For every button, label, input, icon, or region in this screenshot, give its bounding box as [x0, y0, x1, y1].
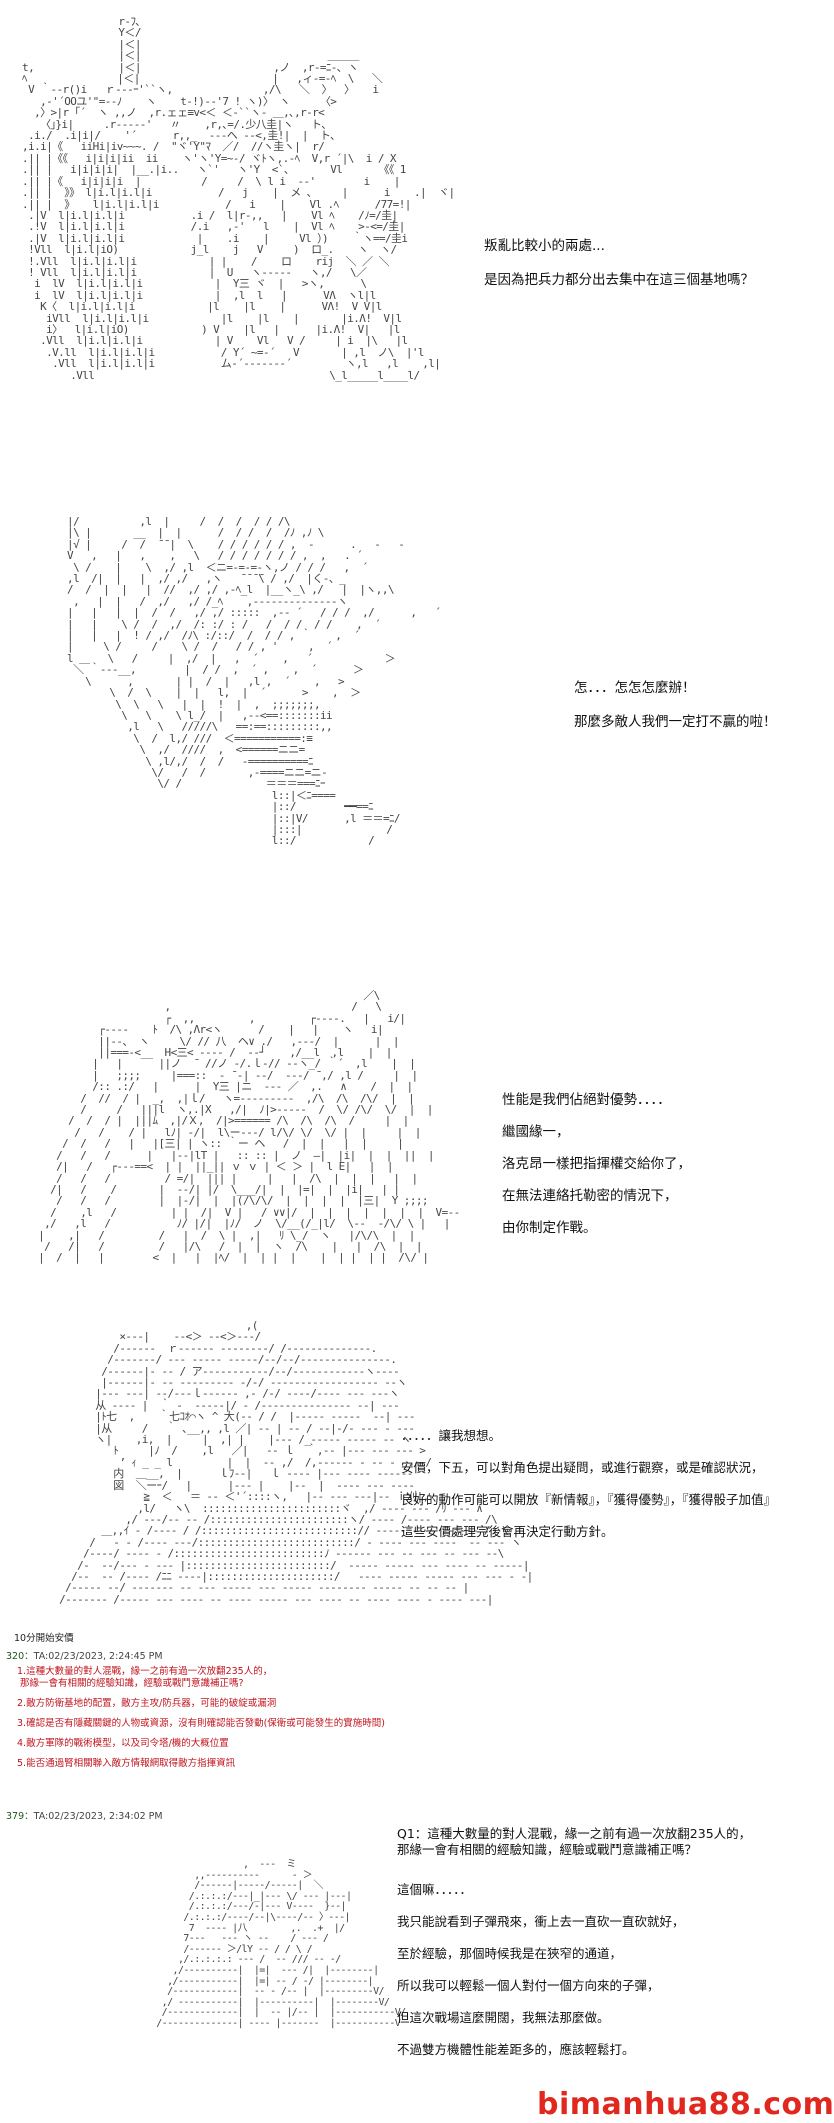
- vote-option: 4.敵方軍隊的戰術模型，以及司令塔/機的大概位置: [17, 1738, 229, 1749]
- dialogue-line: 洛克昂一樣把指揮權交給你了，: [502, 1156, 691, 1172]
- dialogue-panel-3: 性能是我們佔絕對優勢．．．． 繼國緣一， 洛克昂一樣把指揮權交給你了， 在無法連…: [502, 1090, 691, 1250]
- panel-2: |/ ,l | / / / / / /\ |\ | __ | | / / / /…: [0, 480, 800, 980]
- dialogue-line: 所以我可以輕鬆一個人對付一個方向來的子彈，: [397, 1978, 660, 1993]
- dialogue-line: 這些安價處理完後會再決定行動方針。: [401, 1524, 614, 1539]
- panel-1: r‐ﾌ､ Y＜/ |＜| |＜| ＿＿＿ t, |＜| ,ノ ,r‐=ﾆ‐､ ヽ…: [0, 0, 800, 480]
- dialogue-line: 繼國緣一，: [502, 1124, 570, 1140]
- dialogue-panel-5: 這個嘛．．．．． 我只能說看到子彈飛來，衝上去一直砍一直砍就好， 至於經驗，那個…: [397, 1880, 685, 2072]
- vote-option: 1.這種大數量的對人混戰，緣一之前有過一次放翻235人的， 那緣一會有相關的經驗…: [17, 1666, 273, 1689]
- panel-5: , ‐‐‐ ミ ,,‐‐‐‐‐‐‐‐‐‐ ‐ ＞ /‐‐‐‐‐‐|‐‐‐‐‐/‐…: [0, 1820, 800, 2123]
- ascii-art-character: ,( ×‐‐‐| ‐‐<＞ -‐<＞‐‐-/ /‐‐‐‐‐‐ ｒ‐‐‐‐‐‐ ‐…: [59, 1319, 533, 1606]
- dialogue-line: 性能是我們佔絕對優勢．．．．: [502, 1092, 671, 1108]
- dialogue-line: 怎．．．怎怎怎麼辦！: [574, 680, 696, 696]
- question-line: Q1：這種大數量的對人混戰，緣一之前有過一次放翻235人的， 那緣一會有相關的經…: [397, 1826, 752, 1857]
- post-timestamp: TA:02/23/2023, 2:24:45 PM: [33, 1651, 163, 1662]
- dialogue-line: 在無法連絡托勒密的情況下，: [502, 1188, 678, 1204]
- dialogue-line: 我只能說看到子彈飛來，衝上去一直砍一直砍就好，: [397, 1914, 685, 1929]
- vote-options-list: 1.這種大數量的對人混戰，緣一之前有過一次放翻235人的， 那緣一會有相關的經驗…: [17, 1666, 385, 1778]
- ascii-art-character-2: , ‐‐‐ ミ ,,‐‐‐‐‐‐‐‐‐‐ ‐ ＞ /‐‐‐‐‐‐|‐‐‐‐‐/‐…: [156, 1859, 406, 2029]
- dialogue-line: 那麼多敵人我們一定打不贏的啦！: [574, 714, 777, 730]
- panel-4: ,( ×‐‐‐| ‐‐<＞ -‐<＞‐‐-/ /‐‐‐‐‐‐ ｒ‐‐‐‐‐‐ ‐…: [0, 1310, 800, 1640]
- watermark-text: bimanhua88.com: [537, 2087, 834, 2122]
- dialogue-line: 不過雙方機體性能差距多的，應該輕鬆打。: [397, 2042, 635, 2057]
- ascii-art-mecha-3: ／\ , / \ ┌ ,, , ┌‐‐‐‐. | i/| ┌‐‐‐‐ ﾄ /\ …: [38, 989, 460, 1265]
- dialogue-panel-4: ．．．．．讓我想想。 安價，下五，可以對角色提出疑問，或進行觀察，或是確認狀況，…: [401, 1426, 776, 1554]
- vote-option: 2.敵方防衛基地的配置，敵方主攻/防兵器，可能的破綻或漏洞: [17, 1698, 277, 1709]
- question-text: Q1：這種大數量的對人混戰，緣一之前有過一次放翻235人的， 那緣一會有相關的經…: [397, 1826, 751, 1872]
- vote-option: 3.確認是否有隱藏關鍵的人物或資源，沒有則確認能否發動(保衛或可能發生的實施時間…: [17, 1718, 385, 1729]
- vote-header: 10分開始安價: [14, 1633, 74, 1644]
- post-meta-379: 379：TA:02/23/2023, 2:34:02 PM: [6, 1808, 163, 1822]
- dialogue-line: 是因為把兵力都分出去集中在這三個基地嗎？: [484, 272, 754, 288]
- post-timestamp: TA:02/23/2023, 2:34:02 PM: [33, 1811, 163, 1822]
- dialogue-line: 這個嘛．．．．．: [397, 1882, 473, 1897]
- dialogue-line: 良好的動作可能可以開放『新情報』，『獲得優勢』，『獲得骰子加值』: [401, 1492, 777, 1507]
- dialogue-line: 但這次戰場這麼開闊，我無法那麼做。: [397, 2010, 610, 2025]
- vote-section: 10分開始安價 320：TA:02/23/2023, 2:24:45 PM 1.…: [0, 1630, 800, 1822]
- dialogue-panel-1: 叛亂比較小的兩處... 是因為把兵力都分出去集中在這三個基地嗎？: [484, 236, 754, 304]
- dialogue-line: 由你制定作戰。: [502, 1220, 597, 1236]
- dialogue-line: 安價，下五，可以對角色提出疑問，或進行觀察，或是確認狀況，: [401, 1460, 764, 1475]
- dialogue-line: 至於經驗，那個時候我是在狹窄的通道，: [397, 1946, 623, 1961]
- vote-option: 5.能否通過腎相關聯入敵方情報網取得敵方指揮資訊: [17, 1758, 236, 1769]
- post-number: 379：: [6, 1811, 34, 1822]
- post-meta-320: 320：TA:02/23/2023, 2:24:45 PM: [6, 1648, 163, 1662]
- panel-3: ／\ , / \ ┌ ,, , ┌‐‐‐‐. | i/| ┌‐‐‐‐ ﾄ /\ …: [0, 980, 800, 1310]
- post-number: 320：: [6, 1651, 34, 1662]
- dialogue-line: ．．．．．讓我想想。: [401, 1428, 502, 1443]
- dialogue-panel-2: 怎．．．怎怎怎麼辦！ 那麼多敵人我們一定打不贏的啦！: [574, 678, 777, 746]
- dialogue-line: 叛亂比較小的兩處...: [484, 238, 605, 254]
- ascii-art-mecha-1: r‐ﾌ､ Y＜/ |＜| |＜| ＿＿＿ t, |＜| ,ノ ,r‐=ﾆ‐､ ヽ…: [22, 15, 455, 382]
- ascii-art-mecha-2: |/ ,l | / / / / / /\ |\ | __ | | / / / /…: [67, 515, 441, 848]
